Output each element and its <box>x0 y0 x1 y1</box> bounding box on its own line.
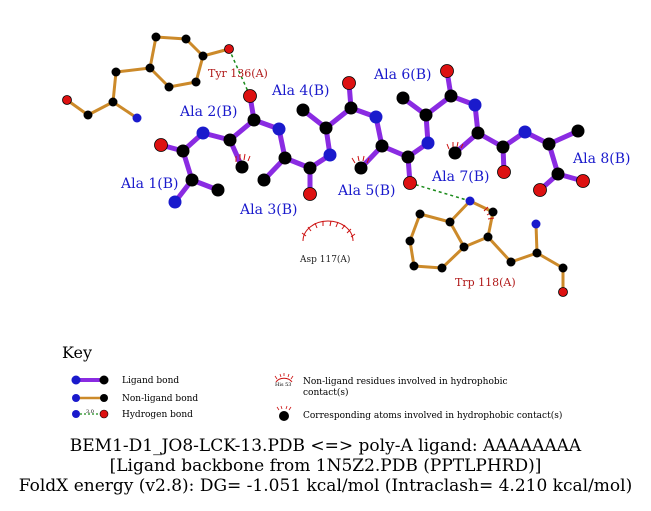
key-title: Key <box>62 343 92 362</box>
label-tyr136: Tyr 136(A) <box>208 67 268 80</box>
key-ligand-n-atom <box>71 375 81 385</box>
key-hydrogen-bond: Hydrogen bond <box>122 410 193 420</box>
key-ligand-c-atom <box>99 375 109 385</box>
key-hbond-o-atom <box>99 409 109 419</box>
key-hydrophobic-residues-line2: contact(s) <box>303 387 349 398</box>
key-hydrophobic-sample-label: His 53 <box>275 382 291 388</box>
key-nonligand-bond: Non-ligand bond <box>122 394 198 404</box>
key-hydrophobic-residues-line1: Non-ligand residues involved in hydropho… <box>303 377 508 387</box>
label-ala7: Ala 7(B) <box>431 169 490 185</box>
hydrogen-bonds <box>228 48 471 202</box>
key-nonligand-c-atom <box>100 394 108 402</box>
key: Key Ligand bond Non-ligand bond 3.0 Hydr… <box>62 343 562 421</box>
label-ala6: Ala 6(B) <box>373 67 432 83</box>
label-ala5: Ala 5(B) <box>337 183 396 199</box>
caption-line-1: BEM1-D1_JO8-LCK-13.PDB <=> poly-A ligand… <box>69 436 582 456</box>
atoms <box>62 32 590 297</box>
label-ala8: Ala 8(B) <box>572 151 631 167</box>
key-hydrophobic-atom <box>279 411 289 421</box>
label-trp118: Trp 118(A) <box>455 276 516 289</box>
label-ala4: Ala 4(B) <box>271 83 330 99</box>
caption-line-2: [Ligand backbone from 1N5Z2.PDB (PPTLPHR… <box>109 456 542 476</box>
caption-line-3: FoldX energy (v2.8): DG= -1.051 kcal/mol… <box>18 476 633 496</box>
label-ala3: Ala 3(B) <box>239 202 298 218</box>
key-nonligand-n-atom <box>72 394 80 402</box>
key-ligand-bond: Ligand bond <box>122 376 179 386</box>
label-ala2: Ala 2(B) <box>179 104 238 120</box>
label-asp117: Asp 117(A) <box>299 254 350 265</box>
label-ala1: Ala 1(B) <box>120 176 179 192</box>
key-hydrophobic-atoms: Corresponding atoms involved in hydropho… <box>303 410 562 421</box>
key-hydrophobic-arc <box>275 377 293 383</box>
key-hbond-n-atom <box>72 410 80 418</box>
asp117-hydrophobic-arc <box>302 220 354 242</box>
key-hbond-length: 3.0 <box>86 409 94 415</box>
